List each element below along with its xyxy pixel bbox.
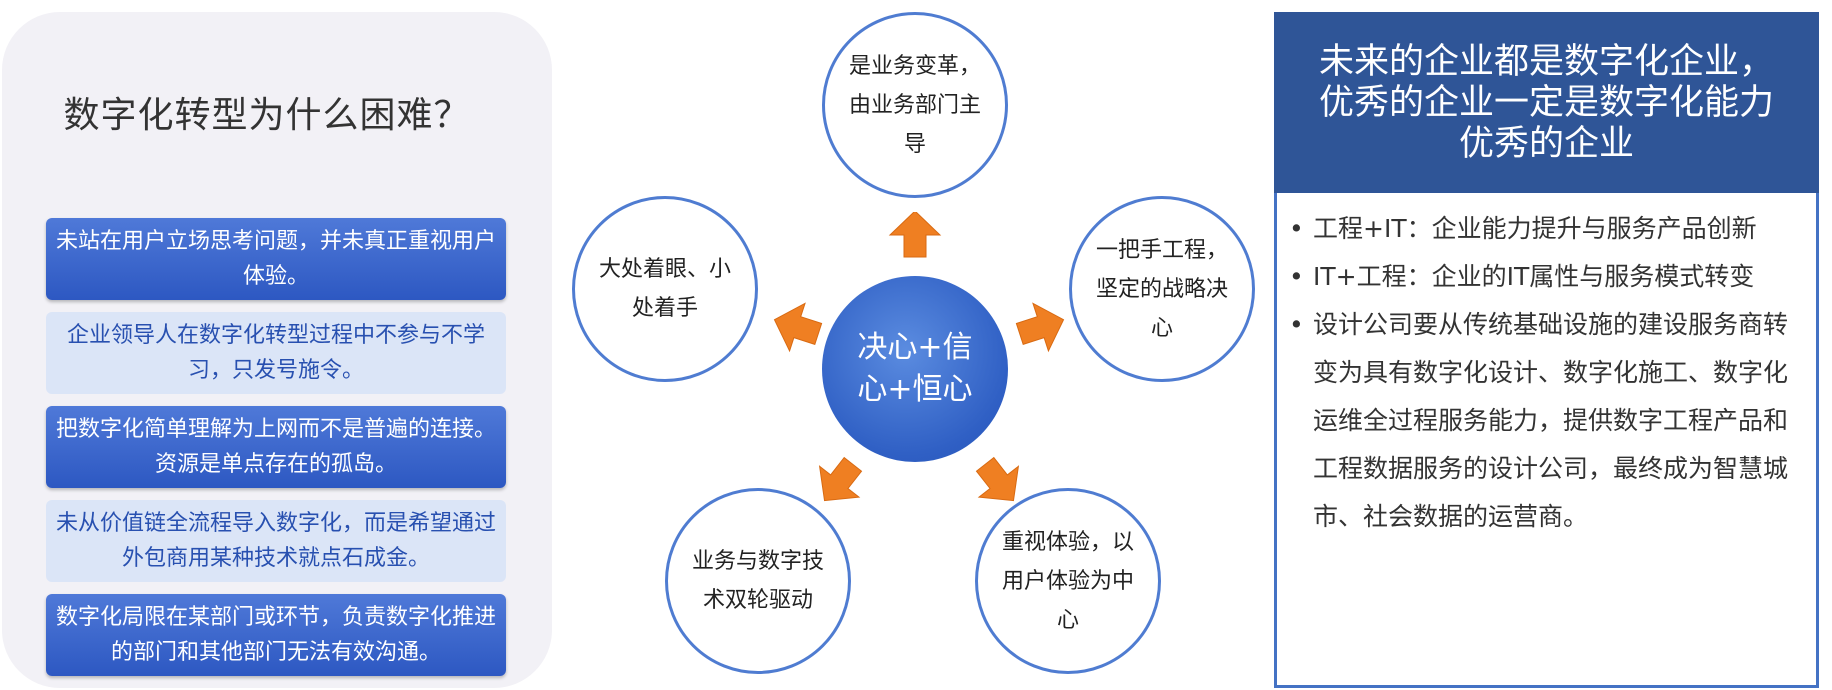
hub-text: 决心+信心+恒心 [857, 330, 973, 407]
node-upper-right: 一把手工程，坚定的战略决心 [1069, 196, 1255, 382]
arrow-lower-left-icon [818, 456, 863, 502]
node-upper-left: 大处着眼、小处着手 [572, 196, 758, 382]
header-line: 未来的企业都是数字化企业， [1318, 42, 1774, 82]
left-panel: 数字化转型为什么困难？ 未站在用户立场思考问题，并未真正重视用户体验。 企业领导… [2, 12, 552, 688]
reason-text: 把数字化简单理解为上网而不是普遍的连接。资源是单点存在的孤岛。 [55, 417, 496, 477]
header-line: 优秀的企业一定是数字化能力 [1318, 83, 1774, 123]
bullet-item: 工程+IT：企业能力提升与服务产品创新 [1289, 205, 1812, 253]
right-panel-body: 工程+IT：企业能力提升与服务产品创新 IT+工程：企业的IT属性与服务模式转变… [1274, 193, 1819, 688]
arrow-lower-right-icon [975, 456, 1020, 502]
reason-text: 企业领导人在数字化转型过程中不参与不学习，只发号施令。 [66, 323, 485, 383]
hub-diagram: 是业务变革，由业务部门主导 一把手工程，坚定的战略决心 重视体验，以用户体验为中… [560, 0, 1280, 690]
arrow-upper-left-icon [773, 302, 823, 353]
right-panel-header: 未来的企业都是数字化企业， 优秀的企业一定是数字化能力 优秀的企业 [1274, 12, 1819, 193]
reason-text: 未从价值链全流程导入数字化，而是希望通过外包商用某种技术就点石成金。 [55, 511, 496, 571]
reason-text: 未站在用户立场思考问题，并未真正重视用户体验。 [55, 229, 496, 289]
reason-box: 未从价值链全流程导入数字化，而是希望通过外包商用某种技术就点石成金。 [46, 500, 506, 582]
header-line: 优秀的企业 [1458, 124, 1634, 164]
arrow-up-icon [888, 212, 942, 258]
bullet-list: 工程+IT：企业能力提升与服务产品创新 IT+工程：企业的IT属性与服务模式转变… [1277, 193, 1816, 541]
node-lower-left: 业务与数字技术双轮驱动 [665, 488, 851, 674]
bullet-item: IT+工程：企业的IT属性与服务模式转变 [1289, 253, 1812, 301]
reason-box: 企业领导人在数字化转型过程中不参与不学习，只发号施令。 [46, 312, 506, 394]
node-top: 是业务变革，由业务部门主导 [822, 12, 1008, 198]
reason-box: 把数字化简单理解为上网而不是普遍的连接。资源是单点存在的孤岛。 [46, 406, 506, 488]
bullet-item: 设计公司要从传统基础设施的建设服务商转变为具有数字化设计、数字化施工、数字化运维… [1289, 301, 1812, 541]
hub-circle: 决心+信心+恒心 [822, 276, 1008, 462]
reason-box: 数字化局限在某部门或环节，负责数字化推进的部门和其他部门无法有效沟通。 [46, 594, 506, 676]
reason-box: 未站在用户立场思考问题，并未真正重视用户体验。 [46, 218, 506, 300]
arrow-upper-right-icon [1015, 302, 1065, 353]
reason-text: 数字化局限在某部门或环节，负责数字化推进的部门和其他部门无法有效沟通。 [55, 605, 496, 665]
node-lower-right: 重视体验，以用户体验为中心 [975, 488, 1161, 674]
left-panel-title: 数字化转型为什么困难？ [63, 95, 471, 136]
